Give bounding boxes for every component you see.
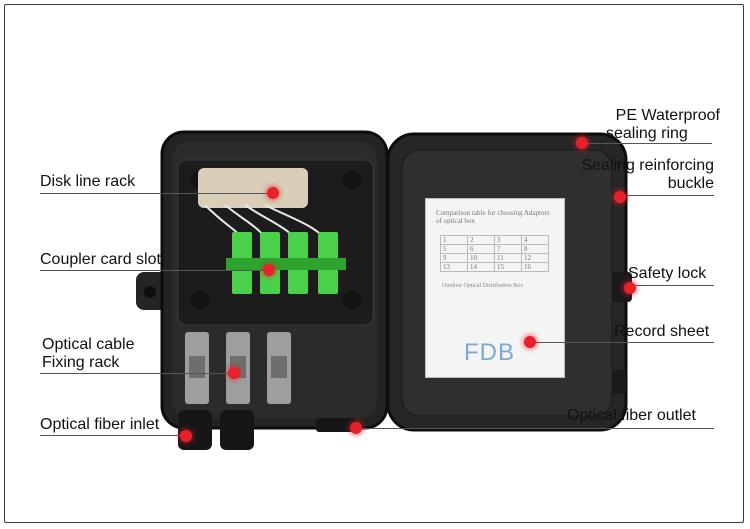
label-optical-fiber-inlet: Optical fiber inlet [40, 416, 160, 433]
adaptor-table-cell: 9 [440, 253, 468, 263]
label-optical-fiber-outlet: Optical fiber outlet [567, 407, 696, 424]
adaptor-table-cell: 16 [521, 262, 549, 272]
adaptor-table-cell: 12 [521, 253, 549, 263]
record-sheet-subtitle: Outdoor Optical Distribution Box [442, 283, 524, 289]
adaptor-table-cell: 10 [467, 253, 495, 263]
marker-fixing-rack [228, 367, 240, 379]
label-optical-cable: Optical cable [42, 336, 135, 353]
marker-disk-line-rack [267, 187, 279, 199]
label-fixing-rack: Fixing rack [42, 354, 120, 371]
marker-sealing-ring [576, 137, 588, 149]
label-coupler-card-slot: Coupler card slot [40, 251, 161, 268]
adaptor-table-cell: 5 [440, 244, 468, 254]
fiber-bundle [198, 168, 308, 208]
image-frame [4, 4, 744, 523]
leader-optical-fiber-inlet [40, 435, 188, 436]
marker-optical-fiber-inlet [180, 430, 192, 442]
cable-glands [178, 410, 356, 450]
marker-buckle [614, 191, 626, 203]
adaptor-table-cell: 14 [467, 262, 495, 272]
adaptor-table-cell: 2 [467, 235, 495, 245]
label-disk-line-rack: Disk line rack [40, 173, 136, 190]
label-record-sheet: Record sheet [614, 323, 710, 340]
marker-record-sheet [524, 336, 536, 348]
adaptor-table-cell: 15 [494, 262, 522, 272]
marker-coupler-card-slot [263, 264, 275, 276]
leader-fixing-rack [40, 373, 235, 374]
lid-latch [612, 272, 632, 302]
adaptor-table-cell: 7 [494, 244, 522, 254]
adaptor-table-cell: 8 [521, 244, 549, 254]
leader-optical-fiber-outlet [358, 428, 714, 429]
leader-buckle [622, 195, 714, 196]
adaptor-table-cell: 13 [440, 262, 468, 272]
adaptor-table-cell: 4 [521, 235, 549, 245]
adaptor-table-cell: 6 [467, 244, 495, 254]
record-sheet-title: Comparison table for choosing Adaptors o… [436, 209, 550, 225]
brand-logo-text: FDB [464, 339, 515, 366]
leader-sealing-ring [582, 143, 712, 144]
leader-disk-line-rack [40, 193, 274, 194]
adaptor-table-cell: 3 [494, 235, 522, 245]
label-sealing-reinforcing: Sealing reinforcing [581, 157, 714, 174]
marker-safety-lock [624, 282, 636, 294]
adaptor-table-cell: 1 [440, 235, 468, 245]
label-buckle: buckle [667, 175, 714, 192]
label-safety-lock: Safety lock [628, 265, 707, 282]
leader-coupler-card-slot [40, 270, 270, 271]
adaptor-table-cell: 11 [494, 253, 522, 263]
label-pe-waterproof: PE Waterproof [615, 107, 720, 124]
sc-adapters [226, 232, 346, 294]
leader-safety-lock [632, 285, 714, 286]
record-sheet-card: Comparison table for choosing Adaptors o… [425, 198, 565, 378]
marker-optical-fiber-outlet [350, 422, 362, 434]
leader-record-sheet [530, 342, 714, 343]
label-sealing-ring: sealing ring [606, 125, 688, 142]
